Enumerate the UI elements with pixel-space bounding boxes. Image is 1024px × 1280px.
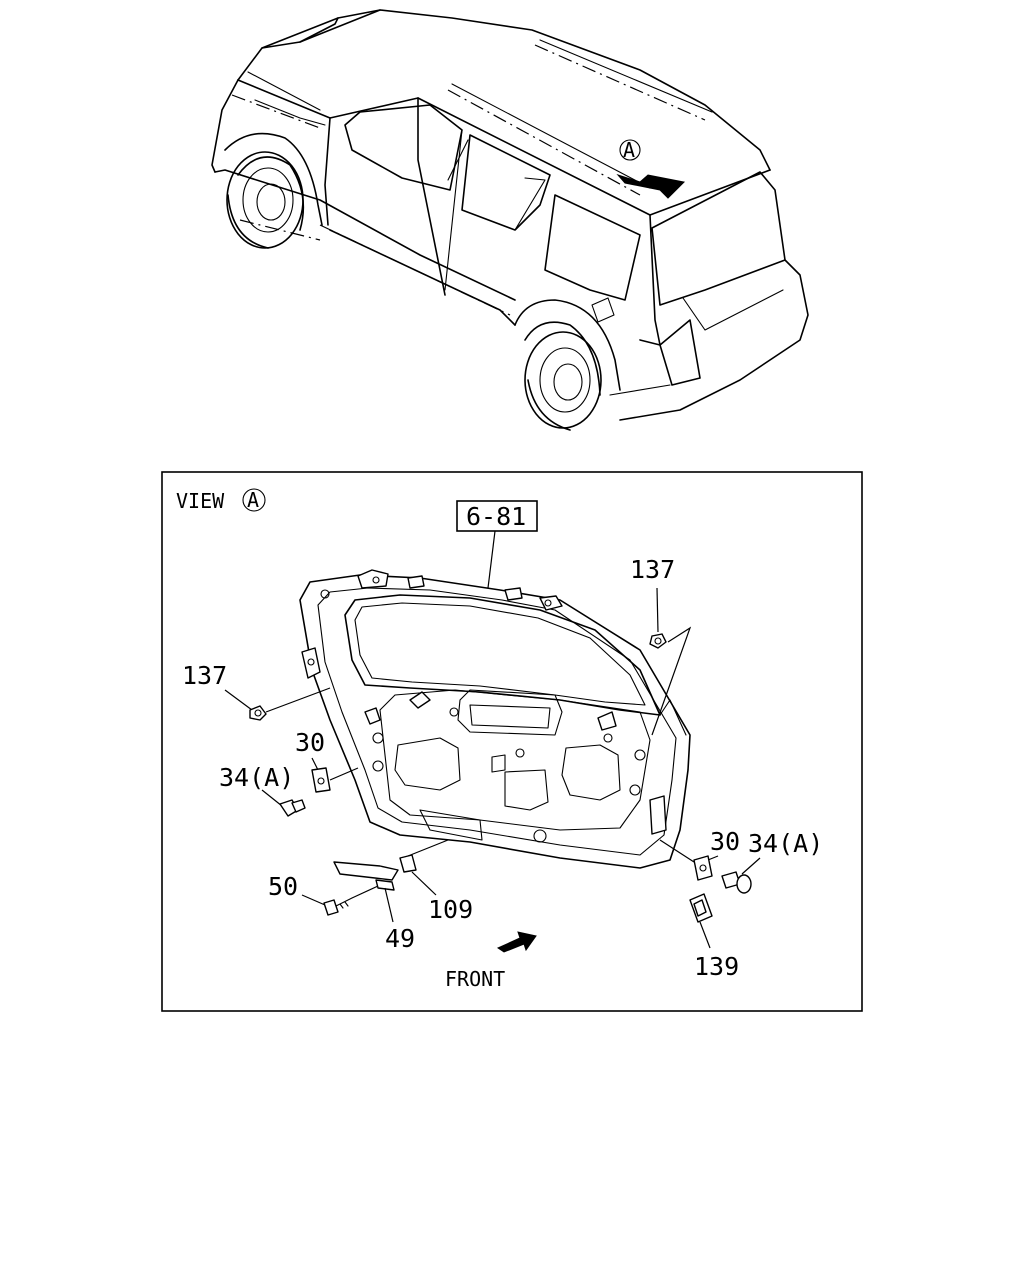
- reference-box: [456, 500, 538, 532]
- callout-34a-left: 34(A): [219, 763, 294, 792]
- view-label-marker: A: [247, 488, 259, 512]
- part-50-screw: [323, 897, 353, 916]
- part-109-nut: [399, 854, 417, 873]
- callout-137-left: 137: [182, 661, 227, 690]
- callout-30-left: 30: [295, 728, 325, 757]
- callout-109: 109: [428, 895, 473, 924]
- vehicle-overview: A: [211, 9, 809, 431]
- part-139-bracket: [689, 893, 713, 923]
- part-34a-bolt-left: [279, 799, 306, 817]
- callout-50: 50: [268, 872, 298, 901]
- part-30-clip-nut-left: [311, 767, 331, 793]
- detail-view-frame: [161, 471, 863, 1012]
- part-137-clip-left: [249, 705, 267, 721]
- part-49-bracket: [333, 861, 399, 891]
- view-label: VIEW: [176, 489, 225, 513]
- front-direction-arrow: [496, 931, 537, 953]
- view-a-marker-circle: [619, 139, 641, 161]
- callout-139: 139: [694, 952, 739, 981]
- part-34a-bolt-right: [721, 871, 752, 894]
- tailgate-assembly: [299, 569, 691, 869]
- callout-34a-right: 34(A): [748, 829, 823, 858]
- part-137-clip-top: [649, 633, 667, 649]
- part-30-clip-nut-right: [693, 855, 713, 881]
- callout-137-top: 137: [630, 555, 675, 584]
- view-label-circle: [242, 488, 266, 512]
- callout-49: 49: [385, 924, 415, 953]
- view-a-marker: A: [623, 138, 635, 162]
- reference-box-label: 6-81: [466, 502, 526, 531]
- view-direction-arrow: [616, 173, 686, 199]
- front-label: FRONT: [445, 967, 505, 991]
- callout-30-right: 30: [710, 827, 740, 856]
